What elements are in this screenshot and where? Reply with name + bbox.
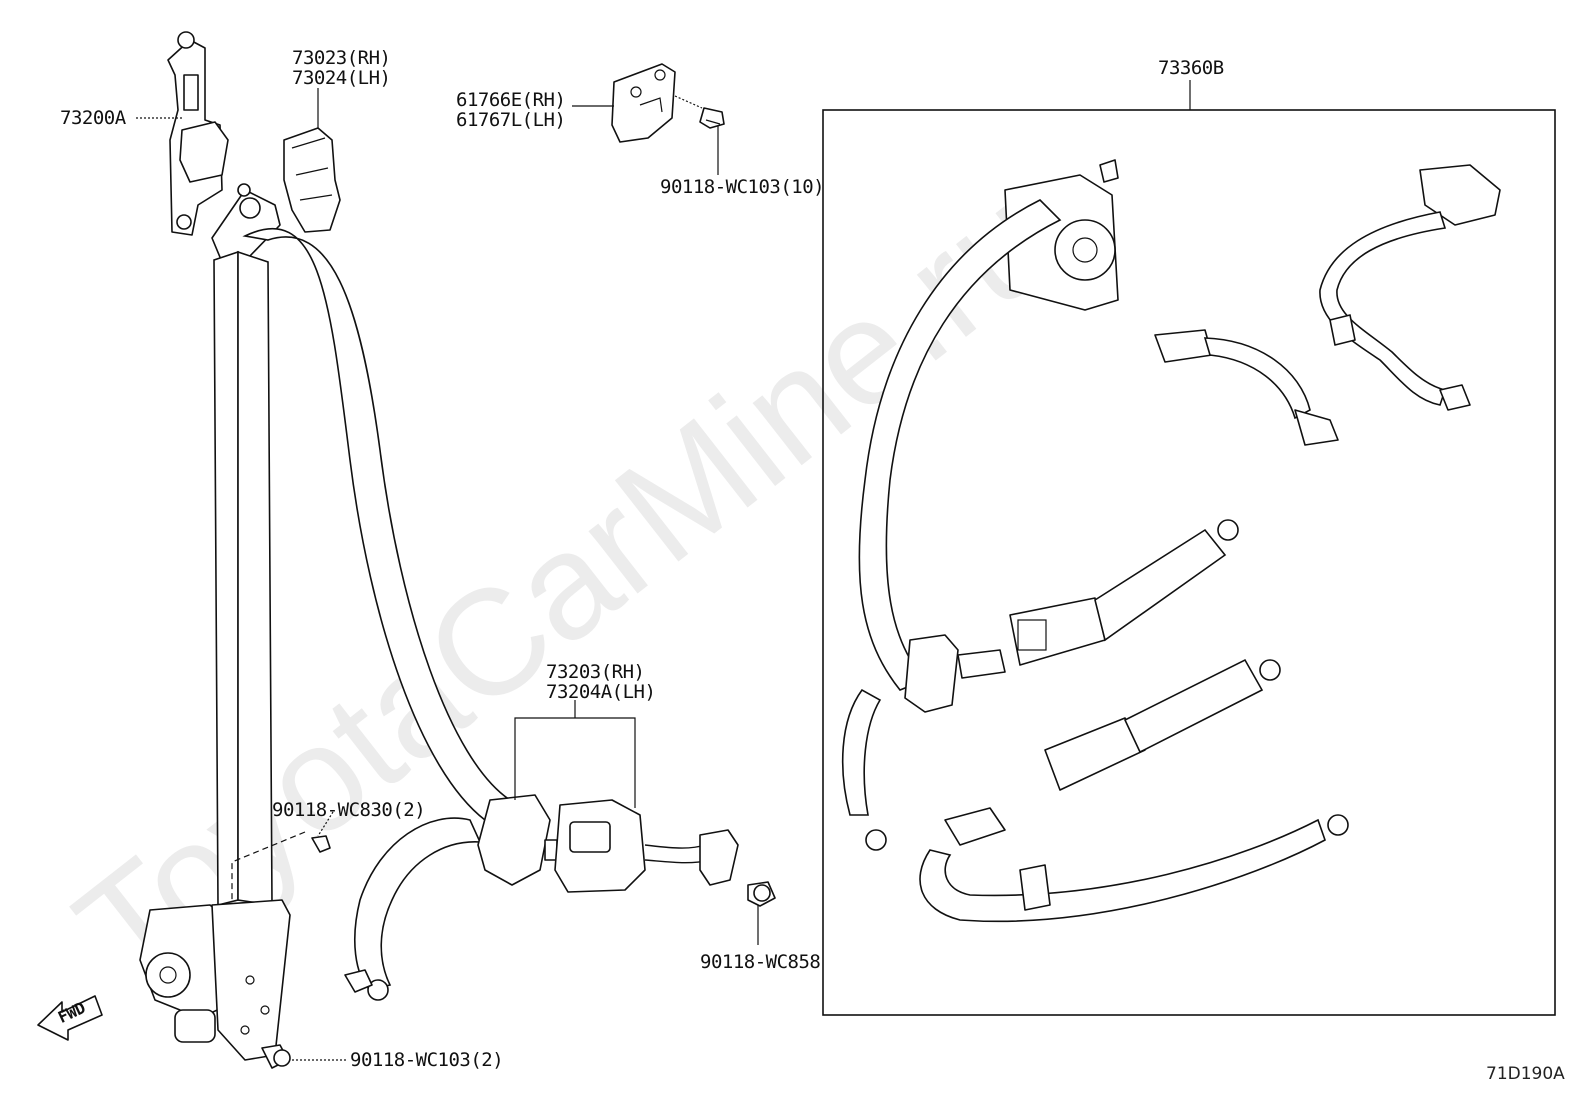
rear-belt-73360b xyxy=(841,159,1501,923)
shoulder-adjuster-73200a xyxy=(167,31,229,236)
label-90118-wc830-2: 90118-WC830(2) xyxy=(272,799,426,821)
front-belt-73200 xyxy=(139,183,558,1061)
bolt-90118-wc858 xyxy=(747,881,776,907)
bolt-90118-wc103-10 xyxy=(699,107,725,129)
leader-wc830 xyxy=(317,811,334,837)
label-61767l-lh: 61767L(LH) xyxy=(456,109,566,131)
label-73023-rh: 73023(RH) xyxy=(292,47,391,69)
diagram-id: 71D190A xyxy=(1486,1064,1565,1084)
leader-bolt-line xyxy=(674,95,703,109)
bolt-90118-wc830 xyxy=(311,835,331,853)
bolt-90118-wc103-2 xyxy=(261,1044,291,1069)
fwd-arrow-icon xyxy=(37,995,103,1041)
label-90118-wc858: 90118-WC858 xyxy=(700,951,821,973)
label-73360b: 73360B xyxy=(1158,57,1224,79)
dash-guide-wc830 xyxy=(231,831,306,900)
label-61766e-rh: 61766E(RH) xyxy=(456,89,566,111)
label-73200a: 73200A xyxy=(60,107,126,129)
label-90118-wc103-10: 90118-WC103(10) xyxy=(660,176,825,198)
label-73024-lh: 73024(LH) xyxy=(292,67,391,89)
cover-73023-73024 xyxy=(283,127,341,233)
assembly-box-73360b xyxy=(822,109,1556,1016)
label-73203-rh: 73203(RH) xyxy=(546,661,645,683)
label-90118-wc103-2: 90118-WC103(2) xyxy=(350,1049,504,1071)
label-73204a-lh: 73204A(LH) xyxy=(546,681,656,703)
buckle-73203-73204a xyxy=(554,799,739,893)
bracket-61766e-61767l xyxy=(611,63,676,143)
